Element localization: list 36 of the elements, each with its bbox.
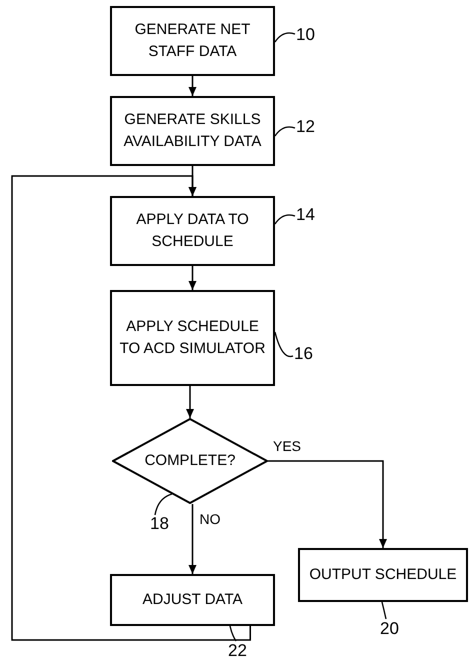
reference-number: 20 [380,620,399,637]
leader-line [229,626,237,642]
reference-number: 16 [294,345,313,362]
node-text: COMPLETE? [144,451,236,471]
reference-number: 10 [296,26,315,43]
process-box [110,96,275,166]
node-text: GENERATE SKILLS AVAILABILITY DATA [122,110,262,152]
leader-line [274,32,296,42]
node-text: APPLY DATA TO SCHEDULE [135,210,250,252]
arrow [188,76,196,96]
arrow [188,504,196,574]
reference-number: 22 [228,642,247,659]
process-box [110,290,275,386]
arrow [11,175,251,641]
leader-line [381,602,387,620]
reference-number: 18 [150,515,169,532]
node-text: OUTPUT SCHEDULE [309,565,457,585]
leader-line [154,493,172,516]
reference-number: 12 [296,118,315,135]
process-box [110,196,275,266]
arrow [268,460,387,548]
decision-diamond [112,418,268,504]
edge-label: NO [198,512,222,526]
node-text: GENERATE NET STAFF DATA [134,20,252,62]
edge-label: YES [272,439,302,453]
leader-line [274,214,296,224]
node-text: APPLY SCHEDULE TO ACD SIMULATOR [118,317,266,359]
process-box [110,6,275,76]
arrow [188,266,196,290]
node-text: ADJUST DATA [142,590,242,610]
leader-line [274,332,294,358]
process-box [298,548,468,602]
reference-number: 14 [296,206,315,223]
arrow [186,386,194,418]
process-box [110,574,275,626]
leader-line [274,126,296,136]
